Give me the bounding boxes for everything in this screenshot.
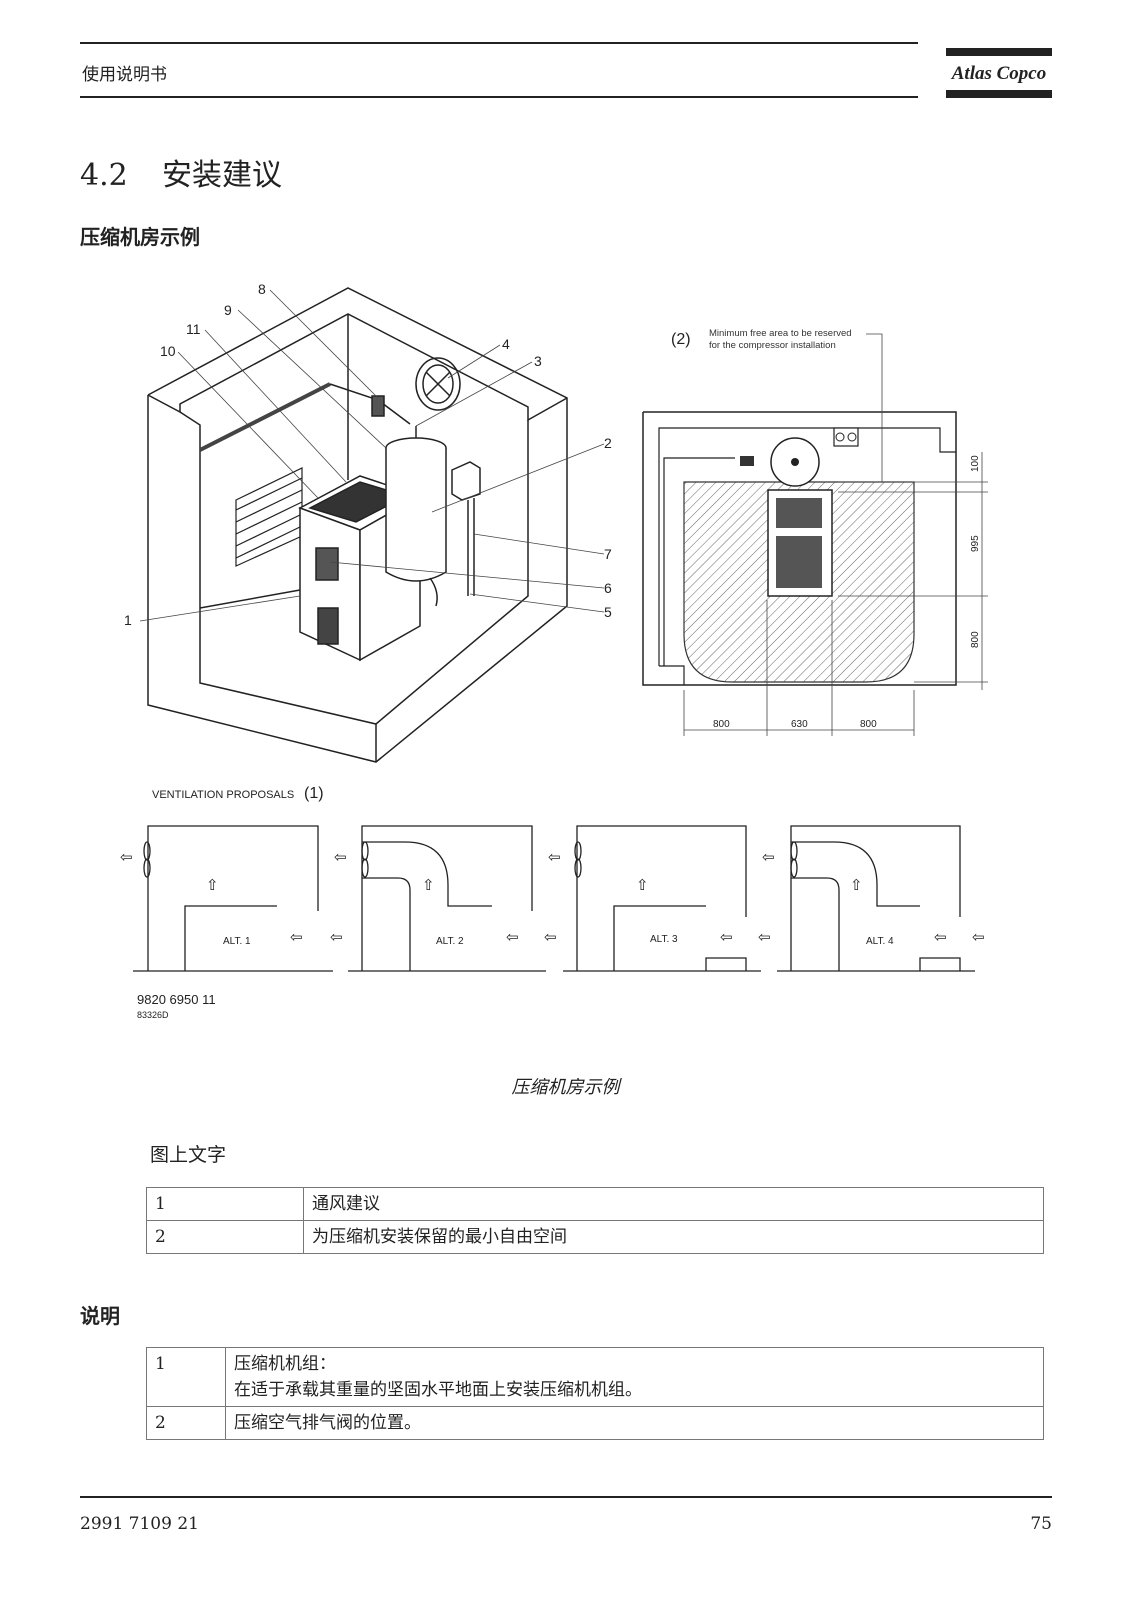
description-line: 在适于承载其重量的坚固水平地面上安装压缩机机组。	[234, 1380, 642, 1400]
alt-4-label: ALT. 4	[866, 936, 894, 947]
description-key: 2	[146, 1406, 226, 1440]
legend-title: 图上文字	[150, 1144, 227, 1166]
callout-11: 11	[186, 321, 201, 337]
callout-6: 6	[604, 580, 612, 596]
description-cell: 压缩空气排气阀的位置。	[225, 1406, 1044, 1440]
alt-2-label: ALT. 2	[436, 936, 464, 947]
svg-text:⇧: ⇧	[636, 877, 649, 894]
subheading: 压缩机房示例	[80, 225, 200, 249]
section-number: 4.2	[80, 158, 128, 193]
manual-title: 使用说明书	[82, 65, 167, 85]
callout-4: 4	[502, 336, 510, 352]
legend-key: 1	[146, 1187, 304, 1221]
description-table: 1 压缩机机组： 在适于承载其重量的坚固水平地面上安装压缩机机组。 2 压缩空气…	[146, 1347, 1044, 1440]
table-row: 2 为压缩机安装保留的最小自由空间	[146, 1220, 1044, 1254]
svg-text:⇦: ⇦	[762, 849, 775, 866]
svg-text:⇦: ⇦	[934, 929, 947, 946]
figure-caption: 压缩机房示例	[511, 1077, 620, 1098]
header-bottom-rule	[80, 96, 918, 98]
svg-text:⇧: ⇧	[850, 877, 863, 894]
plan-note-line1: Minimum free area to be reserved	[709, 328, 852, 339]
legend-table: 1 通风建议 2 为压缩机安装保留的最小自由空间	[146, 1187, 1044, 1254]
dim-995: 995	[970, 535, 981, 552]
table-row: 1 压缩机机组： 在适于承载其重量的坚固水平地面上安装压缩机机组。	[146, 1347, 1044, 1407]
room-isometric-drawing	[147, 287, 568, 763]
footer-rule	[80, 1496, 1052, 1498]
callout-10: 10	[160, 343, 176, 359]
footer-doc-number: 2991 7109 21	[80, 1514, 199, 1534]
callout-8: 8	[258, 281, 266, 297]
svg-text:⇦: ⇦	[544, 929, 557, 946]
page-number: 75	[1030, 1514, 1052, 1534]
ventilation-proposals: VENTILATION PROPOSALS (1)	[120, 785, 985, 1020]
callout-3: 3	[534, 353, 542, 369]
drawing-code: 83326D	[137, 1010, 169, 1020]
description-line: 压缩机机组：	[234, 1354, 336, 1374]
svg-text:⇦: ⇦	[548, 849, 561, 866]
svg-text:Atlas Copco: Atlas Copco	[951, 63, 1046, 84]
section-title-text: 安装建议	[162, 158, 282, 193]
svg-text:⇦: ⇦	[720, 929, 733, 946]
svg-text:⇦: ⇦	[334, 849, 347, 866]
dim-800-vertical: 800	[970, 631, 981, 648]
table-row: 1 通风建议	[146, 1187, 1044, 1221]
callout-1: 1	[124, 612, 132, 628]
svg-text:⇦: ⇦	[330, 929, 343, 946]
description-cell: 压缩机机组： 在适于承载其重量的坚固水平地面上安装压缩机机组。	[225, 1347, 1044, 1407]
table-row: 2 压缩空气排气阀的位置。	[146, 1406, 1044, 1440]
alt-3-label: ALT. 3	[650, 934, 678, 945]
atlas-copco-logo: Atlas Copco	[946, 48, 1052, 98]
legend-text: 通风建议	[303, 1187, 1044, 1221]
svg-text:⇧: ⇧	[206, 877, 219, 894]
description-key: 1	[146, 1347, 226, 1407]
callout-5: 5	[604, 604, 612, 620]
drawing-number: 9820 6950 11	[137, 992, 216, 1007]
description-line: 压缩空气排气阀的位置。	[234, 1413, 421, 1433]
svg-text:⇦: ⇦	[758, 929, 771, 946]
callout-7: 7	[604, 546, 612, 562]
dim-800-right: 800	[860, 719, 877, 730]
plan-view-drawing: 800 630 800 100 995 800 (2) Minimum free…	[642, 328, 988, 736]
plan-note-line2: for the compressor installation	[709, 340, 836, 351]
compressor-room-figure: 1 2 3 4 5 6 7 8 9 10 11	[120, 281, 988, 1020]
dim-630: 630	[791, 719, 808, 730]
callout-2: 2	[604, 435, 612, 451]
header-top-rule	[80, 42, 918, 44]
dim-100: 100	[970, 455, 981, 472]
legend-key: 2	[146, 1220, 304, 1254]
section-title: 4.2 安装建议	[80, 150, 282, 194]
dim-800-left: 800	[713, 719, 730, 730]
ventilation-title: VENTILATION PROPOSALS	[152, 789, 294, 801]
alt-1-label: ALT. 1	[223, 936, 251, 947]
description-title: 说明	[80, 1304, 120, 1328]
ventilation-label: (1)	[304, 785, 324, 802]
svg-text:⇦: ⇦	[290, 929, 303, 946]
plan-label: (2)	[671, 331, 691, 348]
svg-text:⇦: ⇦	[120, 849, 133, 866]
legend-text: 为压缩机安装保留的最小自由空间	[303, 1220, 1044, 1254]
svg-text:⇦: ⇦	[972, 929, 985, 946]
callout-9: 9	[224, 302, 232, 318]
svg-text:⇦: ⇦	[506, 929, 519, 946]
svg-text:⇧: ⇧	[422, 877, 435, 894]
